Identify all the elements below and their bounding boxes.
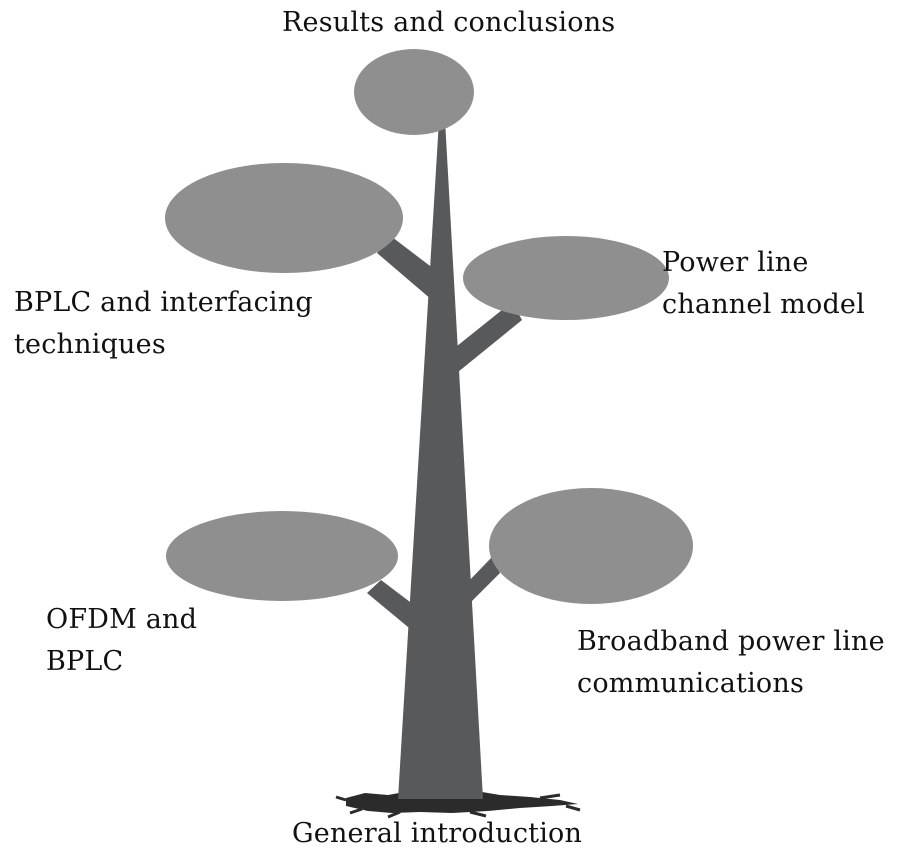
branch-lower-left xyxy=(367,580,418,632)
branches xyxy=(367,237,522,632)
label-general-introduction: General introduction xyxy=(292,813,582,855)
label-line: BPLC and interfacing xyxy=(14,287,313,318)
label-bplc-and-interfacing: BPLC and interfacing techniques xyxy=(14,282,313,366)
label-line: communications xyxy=(577,668,805,699)
canopy-lower-right xyxy=(489,488,693,604)
label-broadband-power-line-communications: Broadband power line communications xyxy=(577,621,885,705)
label-line: techniques xyxy=(14,329,166,360)
root-strands xyxy=(335,793,581,819)
canopy-upper-left xyxy=(165,163,403,273)
canopy-upper-right xyxy=(463,236,669,320)
label-line: Results and conclusions xyxy=(282,7,616,38)
branch-upper-left xyxy=(377,237,438,300)
label-line: General introduction xyxy=(292,818,583,849)
canopy-top xyxy=(354,49,474,135)
trunk xyxy=(398,120,483,799)
label-power-line-channel-model: Power line channel model xyxy=(662,242,865,326)
branch-lower-right xyxy=(465,557,500,603)
branch-upper-right xyxy=(452,302,522,372)
label-line: OFDM and xyxy=(46,604,198,635)
label-line: Broadband power line xyxy=(577,626,885,657)
label-results-and-conclusions: Results and conclusions xyxy=(282,2,615,44)
label-ofdm-and-bplc: OFDM and BPLC xyxy=(46,599,197,683)
canopies xyxy=(165,49,693,604)
label-line: Power line xyxy=(662,247,809,278)
label-line: channel model xyxy=(662,289,865,320)
canopy-lower-left xyxy=(166,511,398,601)
label-line: BPLC xyxy=(46,646,124,677)
